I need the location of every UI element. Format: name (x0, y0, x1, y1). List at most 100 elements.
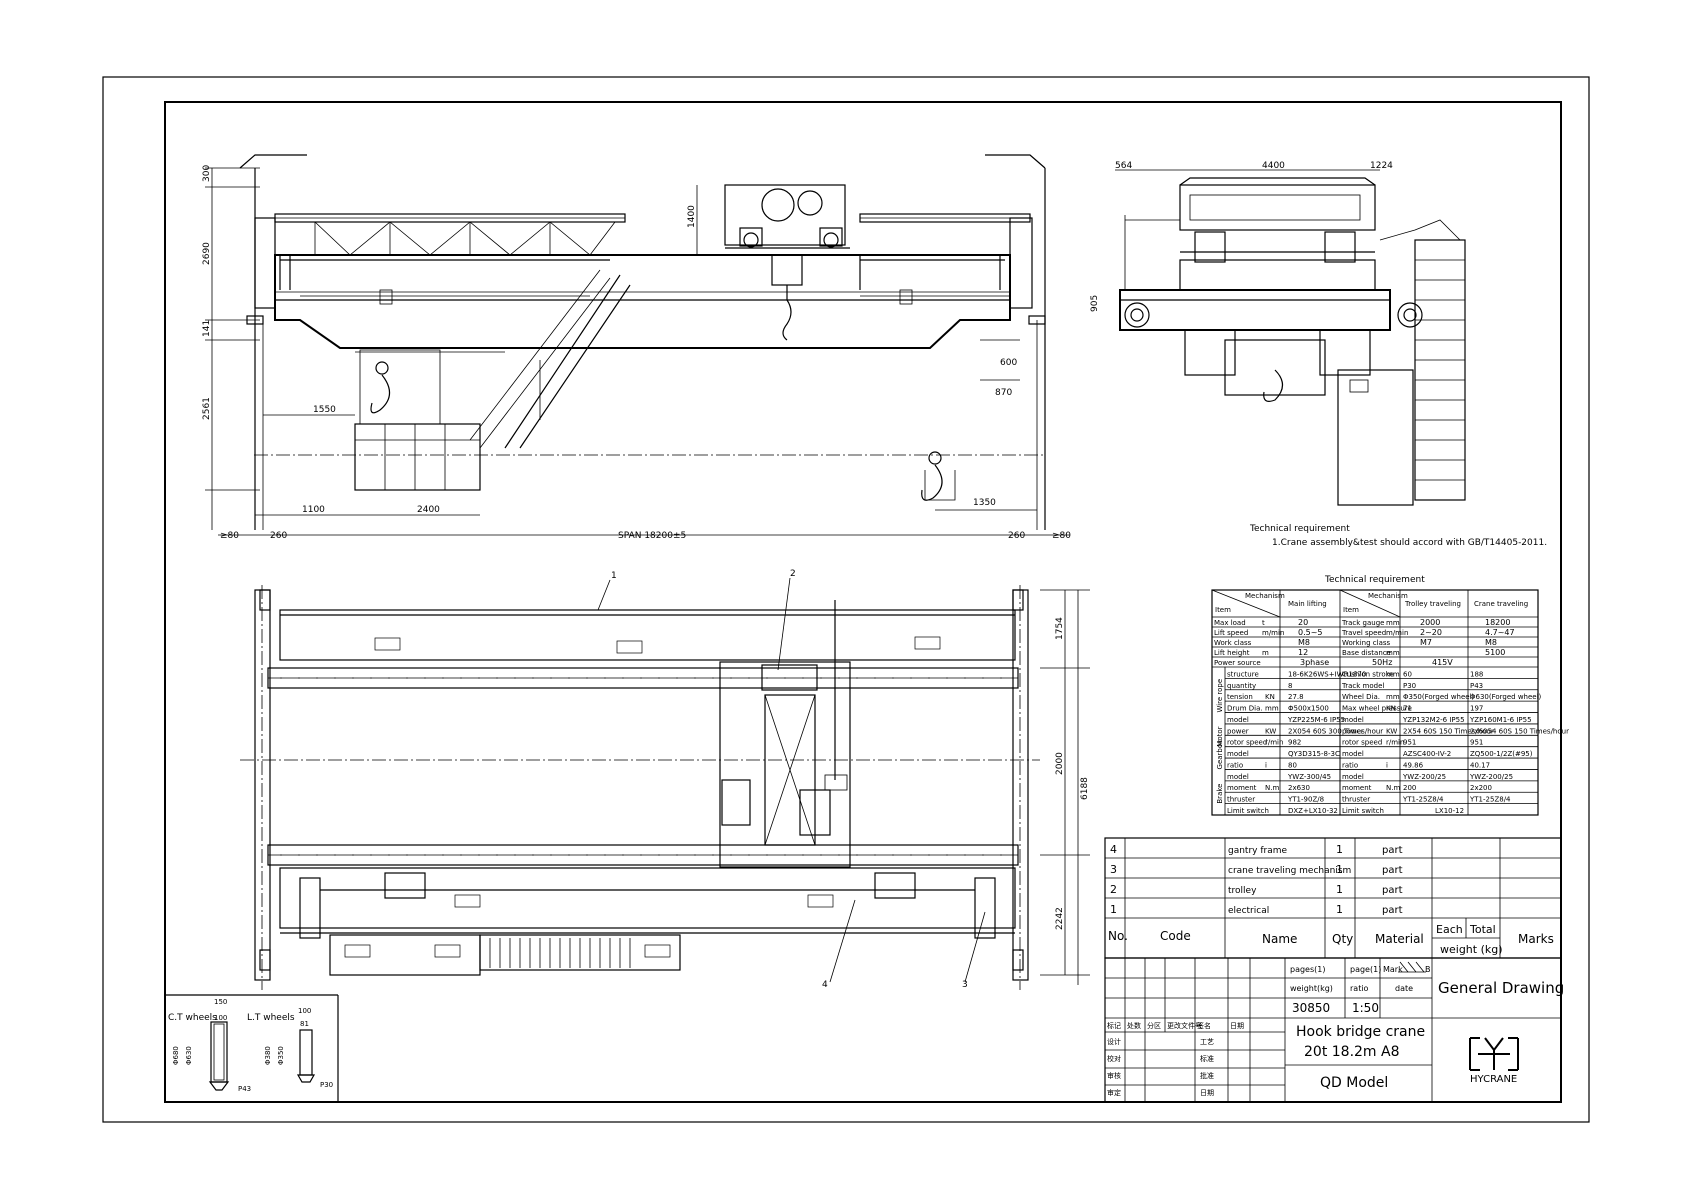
lt-380: Φ380 (264, 1046, 272, 1065)
tb-cn-header: 标记 (1107, 1021, 1121, 1030)
tt-det-left-unit: i (1265, 761, 1267, 769)
part-material: part (1382, 865, 1403, 876)
tt-det-right-crane: YZP160M1-6 IP55 (1469, 716, 1532, 724)
tb-cn-header: 分区 (1147, 1021, 1161, 1030)
tt-det-right-label: Max wheel pressure (1342, 705, 1412, 713)
tt-det-right-label: Cushion stroke (1342, 670, 1394, 678)
tt-det-left-label: model (1227, 750, 1249, 758)
tt-det-left-value: 2X054 60S 300 Times/hour (1288, 727, 1383, 735)
dim-564: 564 (1115, 161, 1132, 171)
dim-260-right: 260 (1008, 531, 1025, 541)
tb-product-line2: 20t 18.2m A8 (1304, 1044, 1400, 1060)
tt-det-right-crane: 197 (1470, 705, 1483, 713)
tt-det-left-value: 982 (1288, 739, 1301, 747)
side-elevation: 564 4400 1224 905 (1090, 161, 1466, 506)
tt-det-left-value: YT1-90Z/8 (1287, 796, 1324, 804)
tt-det-right-label: Track model (1341, 682, 1384, 690)
parts-hdr-name: Name (1262, 932, 1297, 946)
tt-left-label: Lift speed (1214, 629, 1248, 637)
tb-drawing-title: General Drawing (1438, 979, 1564, 997)
tt-right-unit: mm (1386, 649, 1400, 657)
tb-cn-role: 校对 (1107, 1054, 1121, 1063)
tt-det-right-trolley: 951 (1403, 739, 1416, 747)
tt-det-left-unit: KW (1265, 727, 1276, 735)
dim-260-left: 260 (270, 531, 287, 541)
part-no: 4 (1110, 843, 1117, 856)
tb-product-line1: Hook bridge crane (1296, 1024, 1425, 1040)
tt-det-right-unit: N.m (1386, 784, 1400, 792)
tt-det-right-unit: KN (1386, 705, 1396, 713)
tt-power-label: Power source (1214, 659, 1261, 667)
tt-det-right-trolley: YT1-25Z8/4 (1402, 796, 1444, 804)
dim-span: SPAN 18200±5 (618, 531, 686, 541)
dim-600: 600 (1000, 358, 1017, 368)
dim-80-right: ≥80 (1052, 531, 1071, 541)
tt-power-freq: 50Hz (1372, 658, 1392, 667)
tb-mark-b: B (1425, 965, 1431, 974)
ct-100: 100 (214, 1014, 227, 1022)
tt-right-crane: 5100 (1485, 648, 1505, 657)
tt-det-left-unit: r/min (1265, 739, 1283, 747)
callout-1: 1 (611, 571, 617, 581)
tt-det-right-unit: mm (1386, 693, 1400, 701)
dim-4400: 4400 (1262, 161, 1285, 171)
tt-det-left-unit: mm (1265, 705, 1279, 713)
hycrane-logo: HYCRANE (1469, 1037, 1519, 1085)
dim-1100: 1100 (302, 505, 325, 515)
hdr-mech-left: Mechanism (1245, 592, 1285, 600)
inner-border (164, 101, 1562, 1103)
front-dimensions: 300 2690 141 2561 1400 600 870 1550 1350… (202, 165, 1071, 541)
tt-det-right-trolley: 71 (1403, 705, 1412, 713)
tb-cn-role: 审定 (1107, 1088, 1121, 1097)
tt-det-right-label: model (1342, 716, 1364, 724)
parts-hdr-weight: weight (kg) (1440, 943, 1503, 956)
parts-hdr-total: Total (1469, 923, 1496, 936)
tt-left-unit: m/min (1262, 629, 1284, 637)
dim-141: 141 (202, 320, 212, 337)
tb-cn-role: 设计 (1107, 1037, 1121, 1046)
hdr-item-left: Item (1215, 606, 1231, 614)
part-name: gantry frame (1228, 846, 1287, 856)
tt-det-right-crane: 188 (1470, 670, 1483, 678)
tb-cn-header: 签名 (1197, 1021, 1211, 1030)
tt-right-label: Travel speed (1341, 629, 1386, 637)
hdr-crane: Crane traveling (1474, 600, 1528, 608)
tt-right-trolley: 2000 (1420, 618, 1440, 627)
dim-2242: 2242 (1055, 907, 1065, 930)
hdr-mech-right: Mechanism (1368, 592, 1408, 600)
lt-rail: P30 (320, 1081, 333, 1089)
dim-6188: 6188 (1080, 777, 1090, 800)
tt-det-left-label: rotor speed (1227, 739, 1267, 747)
part-name: trolley (1228, 886, 1257, 896)
tt-det-right-label: thruster (1342, 796, 1370, 804)
tt-right-trolley: M7 (1420, 638, 1432, 647)
tt-det-right-crane: P43 (1470, 682, 1483, 690)
dim-2561: 2561 (202, 397, 212, 420)
tt-det-left-label: model (1227, 716, 1249, 724)
tt-det-right-unit: r/min (1386, 739, 1404, 747)
tt-det-left-label: model (1227, 773, 1249, 781)
front-elevation: 300 2690 141 2561 1400 600 870 1550 1350… (202, 154, 1071, 541)
tt-right-trolley: 2~20 (1420, 628, 1442, 637)
tt-left-value: M8 (1298, 638, 1310, 647)
dim-2400: 2400 (417, 505, 440, 515)
tt-det-left-label: structure (1227, 670, 1259, 678)
tt-det-right-trolley: 49.86 (1403, 761, 1424, 769)
lt-wheels-label: L.T wheels (247, 1013, 295, 1023)
tt-det-right-crane: Φ630(Forged wheel) (1470, 693, 1542, 701)
tb-cn-role2: 批准 (1200, 1071, 1214, 1080)
note-line1: 1.Crane assembly&test should accord with… (1272, 538, 1547, 548)
parts-hdr-qty: Qty (1332, 932, 1353, 946)
wheel-detail: C.T wheels 150 100 Φ680 Φ630 P43 L.T whe… (165, 994, 339, 1102)
ct-wheels-label: C.T wheels (168, 1013, 217, 1023)
lt-100: 100 (298, 1007, 311, 1015)
tt-right-label: Working class (1342, 639, 1391, 647)
tt-det-right-label: model (1342, 750, 1364, 758)
plan-view: 1754 2000 6188 2242 1 2 3 4 (240, 569, 1090, 990)
parts-hdr-material: Material (1375, 932, 1424, 946)
tt-group-label: Gearbox (1216, 740, 1224, 770)
ct-680: Φ680 (172, 1046, 180, 1065)
tt-det-right-label: power (1342, 727, 1364, 735)
dim-1550: 1550 (313, 405, 336, 415)
